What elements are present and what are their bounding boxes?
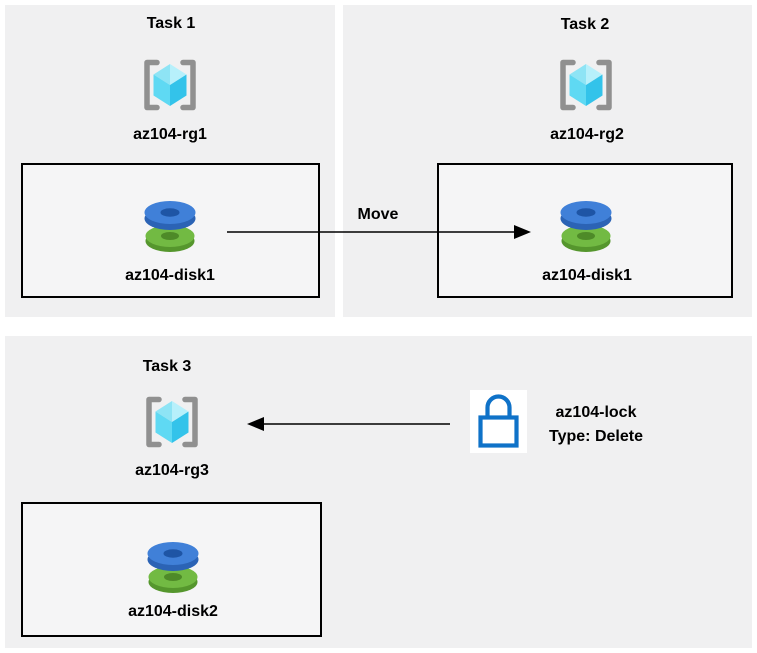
lock-type: Type: Delete — [549, 428, 643, 445]
disk-label: az104-disk1 — [542, 267, 632, 284]
resource-group-label: az104-rg2 — [550, 126, 624, 143]
lock-icon — [470, 390, 527, 453]
resource-group-icon — [139, 57, 201, 113]
lock-name: az104-lock — [555, 404, 637, 421]
disk-label: az104-disk1 — [125, 267, 215, 284]
resource-group-label: az104-rg3 — [135, 462, 209, 479]
task1-disk-box — [21, 163, 320, 298]
managed-disk-icon — [144, 541, 202, 595]
managed-disk-icon — [557, 200, 615, 254]
lock-label: az104-lock Type: Delete — [549, 401, 643, 449]
task2-title: Task 2 — [560, 16, 610, 33]
task3-disk-box — [21, 502, 322, 637]
resource-group-label: az104-rg1 — [133, 126, 207, 143]
resource-group-icon — [141, 394, 203, 450]
managed-disk-icon — [141, 200, 199, 254]
task1-title: Task 1 — [146, 15, 196, 32]
task3-title: Task 3 — [142, 358, 192, 375]
disk-label: az104-disk2 — [128, 603, 218, 620]
move-arrow-label: Move — [357, 206, 399, 223]
resource-group-icon — [555, 57, 617, 113]
